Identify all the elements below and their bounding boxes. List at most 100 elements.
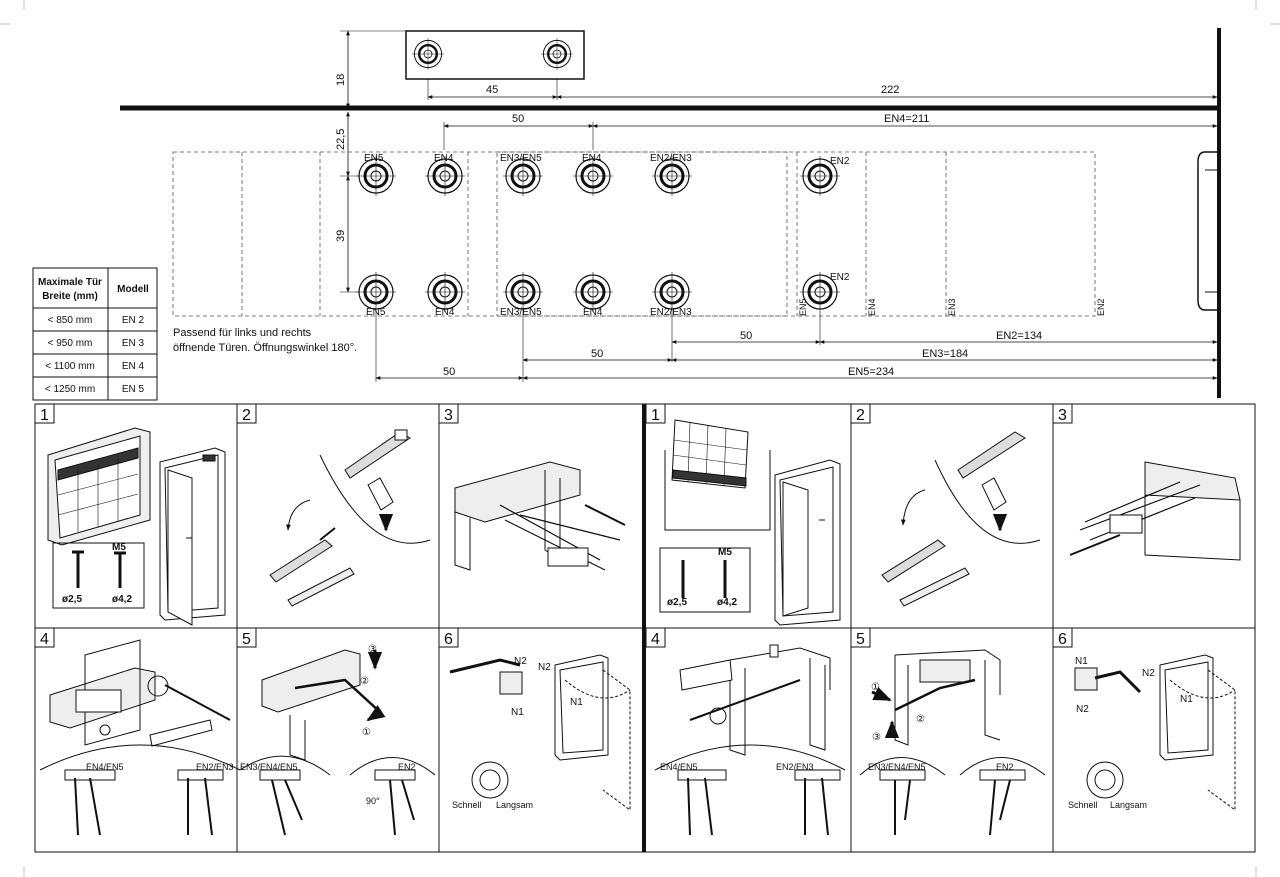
hole-label: EN2 bbox=[830, 272, 850, 283]
panel-number: 3 bbox=[444, 407, 453, 424]
panel-6-left-illustration bbox=[449, 654, 631, 811]
dim-50-top: 50 bbox=[512, 113, 524, 125]
screw-d42-label: ø4,2 bbox=[717, 597, 737, 608]
step-1-marker: ① bbox=[871, 682, 880, 693]
step-2-marker: ② bbox=[916, 714, 925, 725]
speed-slow-label: Langsam bbox=[1110, 800, 1147, 810]
panel-number: 4 bbox=[40, 631, 49, 648]
speed-fast-label: Schnell bbox=[452, 800, 482, 810]
dim-50-b: 50 bbox=[591, 348, 603, 360]
table-cell: < 1250 mm bbox=[45, 384, 95, 395]
table-cell: EN 5 bbox=[122, 384, 145, 395]
screw-d25-label: ø2,5 bbox=[667, 597, 687, 608]
table-cell: < 1100 mm bbox=[45, 361, 95, 372]
note-line-1: Passend für links und rechts bbox=[173, 327, 312, 339]
label-en3-en4-en5: EN3/EN4/EN5 bbox=[240, 762, 298, 772]
screw-d42-label: ø4,2 bbox=[112, 594, 132, 605]
dim-50-c: 50 bbox=[443, 366, 455, 378]
note-line-2: öffnende Türen. Öffnungswinkel 180°. bbox=[173, 342, 357, 354]
label-en2-en3: EN2/EN3 bbox=[196, 762, 234, 772]
hole-label: EN4 bbox=[583, 307, 603, 318]
drilling-template: 18 45 222 50 EN4=211 22,5 39 bbox=[120, 28, 1221, 398]
table-cell: EN 2 bbox=[122, 315, 145, 326]
hole-label: EN4 bbox=[582, 153, 602, 164]
hole-label: EN5 bbox=[364, 153, 384, 164]
dim-en4-211: EN4=211 bbox=[884, 113, 929, 125]
panel-number: 2 bbox=[242, 407, 251, 424]
label-en4-en5: EN4/EN5 bbox=[86, 762, 124, 772]
panel-numbers: 1 2 3 4 5 6 1 2 3 4 5 6 bbox=[34, 403, 1073, 648]
label-en2: EN2 bbox=[398, 762, 416, 772]
label-en3-en4-en5: EN3/EN4/EN5 bbox=[868, 762, 926, 772]
dim-22-5: 22,5 bbox=[335, 129, 347, 150]
dim-en3-184: EN3=184 bbox=[922, 348, 968, 360]
door-n2-label: N2 bbox=[1142, 668, 1155, 679]
valve-n2-label: N2 bbox=[514, 656, 527, 667]
screw-m5-label: M5 bbox=[112, 542, 126, 553]
panel-number: 3 bbox=[1058, 407, 1067, 424]
panel-number: 5 bbox=[242, 631, 251, 648]
panel-4-left-illustration bbox=[39, 639, 241, 836]
table-cell: < 950 mm bbox=[48, 338, 93, 349]
speed-slow-label: Langsam bbox=[496, 800, 533, 810]
panel-6-right-illustration bbox=[1074, 654, 1236, 811]
label-en2: EN2 bbox=[996, 762, 1014, 772]
vertical-label: EN5 bbox=[798, 298, 808, 316]
panel-number: 1 bbox=[651, 407, 660, 424]
panel-1-left-illustration bbox=[47, 427, 226, 626]
table-cell: EN 3 bbox=[122, 338, 145, 349]
panel-4-right-illustration bbox=[654, 644, 846, 836]
panel-number: 5 bbox=[856, 631, 865, 648]
door-n2-label: N2 bbox=[538, 662, 551, 673]
hole-label: EN2/EN3 bbox=[650, 153, 692, 164]
table-header-width: Breite (mm) bbox=[42, 291, 98, 302]
step-1-marker: ① bbox=[362, 727, 371, 738]
panel-3-right-illustration bbox=[1069, 461, 1241, 561]
dim-50-a: 50 bbox=[740, 330, 752, 342]
speed-fast-label: Schnell bbox=[1068, 800, 1098, 810]
door-n1-label: N1 bbox=[570, 697, 583, 708]
hole-label: EN3/EN5 bbox=[500, 307, 542, 318]
dim-en2-134: EN2=134 bbox=[996, 330, 1042, 342]
angle-90-label: 90° bbox=[366, 796, 380, 806]
panel-3-left-illustration bbox=[454, 461, 626, 571]
step-3-marker: ③ bbox=[872, 732, 881, 743]
step-3-marker: ③ bbox=[368, 644, 377, 655]
dim-en5-234: EN5=234 bbox=[848, 366, 894, 378]
hole-label: EN4 bbox=[434, 153, 454, 164]
dim-45: 45 bbox=[486, 84, 498, 96]
step-2-marker: ② bbox=[360, 676, 369, 687]
door-n1-label: N1 bbox=[1180, 694, 1193, 705]
valve-n1-label: N1 bbox=[1075, 656, 1088, 667]
model-table: Maximale Tür Breite (mm) Modell < 850 mm… bbox=[32, 267, 158, 401]
table-cell: EN 4 bbox=[122, 361, 145, 372]
dim-222: 222 bbox=[881, 84, 899, 96]
label-en4-en5: EN4/EN5 bbox=[660, 762, 698, 772]
valve-n1-label: N1 bbox=[511, 707, 524, 718]
table-cell: < 850 mm bbox=[48, 315, 93, 326]
screw-m5-label: M5 bbox=[718, 547, 732, 558]
hole-row-bottom bbox=[356, 272, 840, 312]
hinge-shape bbox=[1197, 151, 1219, 311]
hole-label: EN2 bbox=[830, 156, 850, 167]
vertical-label: EN2 bbox=[1096, 298, 1106, 316]
label-en2-en3: EN2/EN3 bbox=[776, 762, 814, 772]
panel-number: 1 bbox=[40, 407, 49, 424]
panel-2-left-illustration bbox=[269, 429, 431, 607]
panel-number: 6 bbox=[444, 631, 453, 648]
panel-5-right-illustration bbox=[859, 649, 1046, 836]
panel-5-left-illustration bbox=[239, 649, 436, 836]
panel-1-right-illustration bbox=[659, 419, 841, 626]
screw-d25-label: ø2,5 bbox=[62, 594, 82, 605]
valve-n2-label: N2 bbox=[1076, 704, 1089, 715]
panel-2-right-illustration bbox=[881, 431, 1041, 607]
dim-18: 18 bbox=[335, 74, 347, 86]
table-header-width: Maximale Tür bbox=[38, 277, 102, 288]
vertical-label: EN4 bbox=[867, 298, 877, 316]
panel-number: 6 bbox=[1058, 631, 1067, 648]
table-header-model: Modell bbox=[117, 284, 149, 295]
vertical-label: EN3 bbox=[947, 298, 957, 316]
hole-label: EN3/EN5 bbox=[500, 153, 542, 164]
